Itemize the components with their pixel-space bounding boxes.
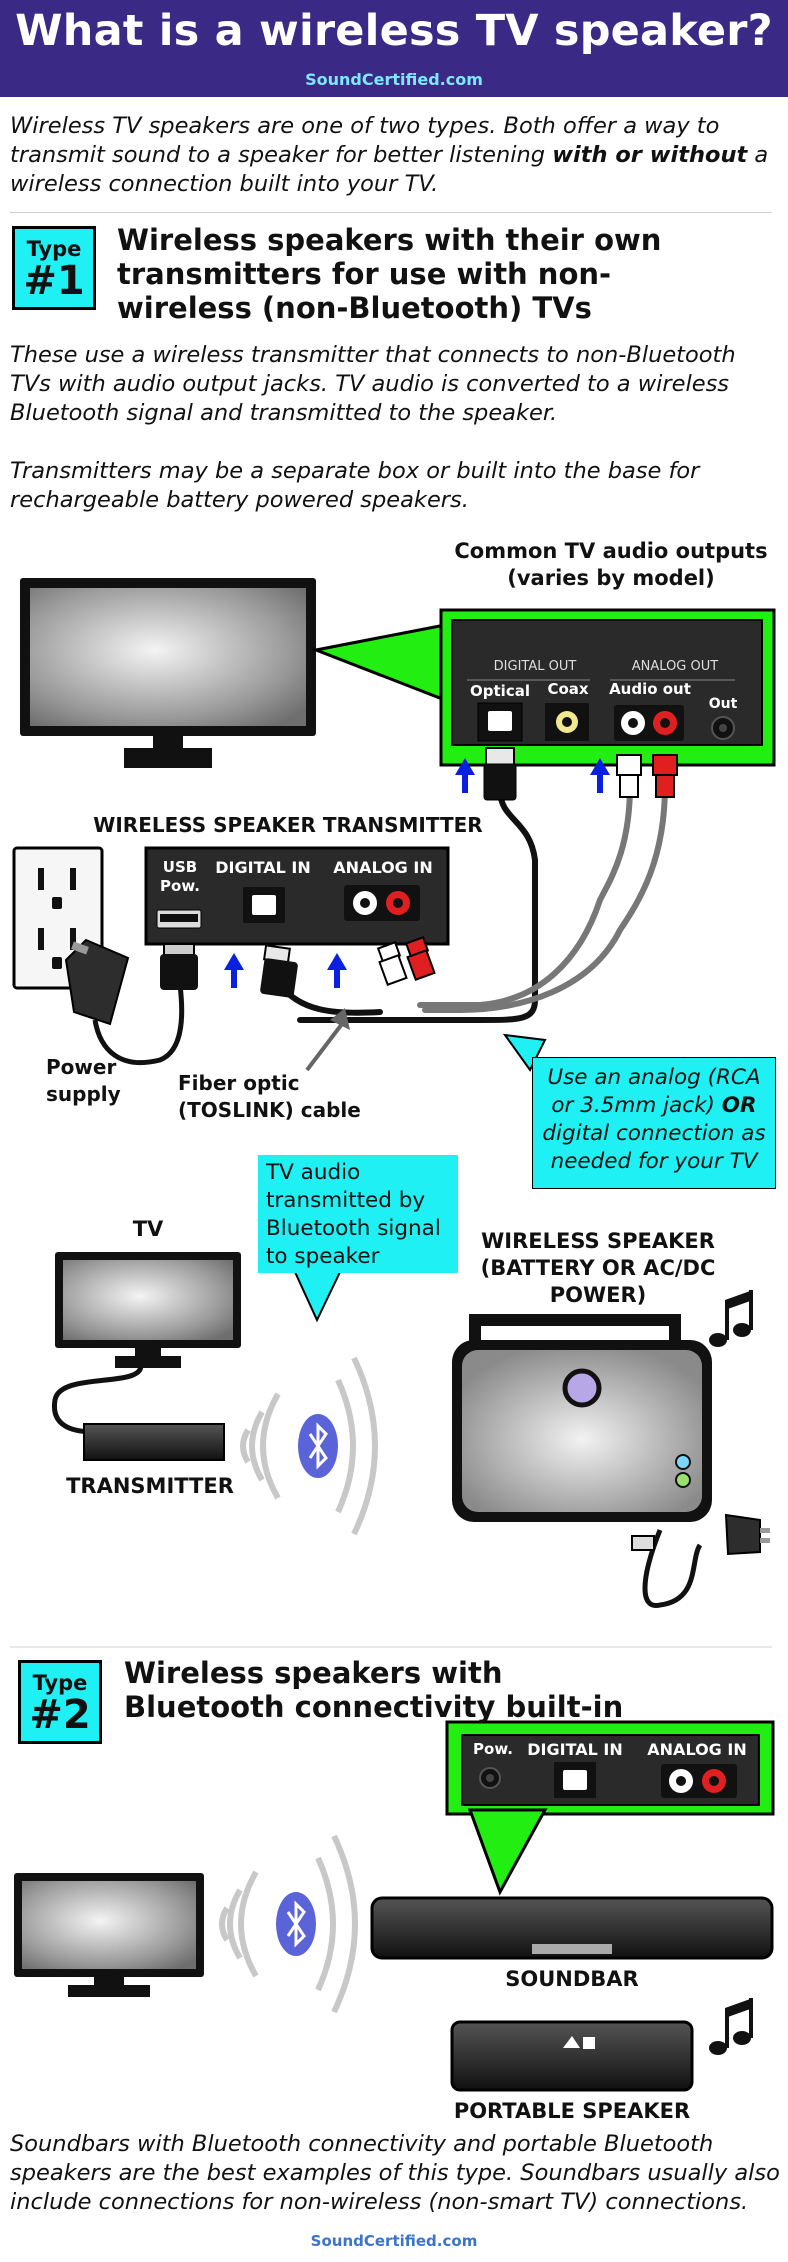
- tv-panel-plugs: [483, 747, 678, 801]
- music-notes-icon-2: [709, 1998, 753, 2055]
- analog-note-bold: OR: [721, 1093, 757, 1118]
- transmitter-analog-in-label: ANALOG IN: [333, 858, 433, 877]
- type1-heading: Wireless speakers with their own transmi…: [117, 223, 662, 325]
- analog-out-label: ANALOG OUT: [631, 659, 719, 674]
- type1-para1: These use a wireless transmitter that co…: [10, 342, 736, 426]
- type1-para2: Transmitters may be a separate box or bu…: [10, 458, 700, 513]
- divider: [10, 212, 772, 213]
- pointer-arrow-icon: [305, 1008, 350, 1072]
- usb-label: USB Pow.: [160, 858, 200, 895]
- analog-note-tail: digital connection as needed for your TV: [542, 1121, 766, 1174]
- soundbar-inputs-panel: [445, 1720, 775, 1896]
- bluetooth-signal-icon: [240, 1356, 378, 1536]
- type2-analog-in-label: ANALOG IN: [647, 1740, 747, 1759]
- soundbar-icon: [370, 1896, 774, 1960]
- tv-type2-icon: [14, 1873, 204, 1997]
- wireless-speaker-icon: [452, 1314, 770, 1608]
- site-name: SoundCertified.com: [305, 70, 483, 89]
- portable-speaker-icon: [450, 2020, 694, 2092]
- type1-badge-number: #1: [23, 258, 85, 304]
- type2-badge: Type #2: [18, 1660, 102, 1744]
- pow-label: Pow.: [473, 1740, 513, 1758]
- analog-note-lead: Use an analog (RCA or 3.5mm jack): [547, 1065, 761, 1118]
- page-title: What is a wireless TV speaker?: [15, 6, 773, 56]
- intro-part1: Wireless TV speakers are one of two type…: [10, 113, 720, 168]
- power-adapter-icon: [64, 938, 185, 1066]
- type2-badge-label: Type: [32, 1671, 88, 1695]
- type2-digital-in-label: DIGITAL IN: [527, 1740, 623, 1759]
- bluetooth-signal-icon-2: [219, 1834, 358, 2014]
- type2-badge-number: #2: [29, 1692, 91, 1738]
- cables: [277, 782, 668, 1023]
- tv-small-icon: [52, 1252, 241, 1461]
- optical-label: Optical: [470, 682, 530, 700]
- power-supply-label: Power supply: [46, 1055, 121, 1106]
- type1-badge-label: Type: [26, 237, 82, 261]
- fiber-optic-label: Fiber optic (TOSLINK) cable: [178, 1071, 361, 1122]
- portable-speaker-label: PORTABLE SPEAKER: [453, 2099, 691, 2123]
- music-notes-icon: [709, 1290, 753, 1347]
- soundbar-label: SOUNDBAR: [505, 1967, 639, 1991]
- wireless-speaker-label: WIRELESS SPEAKER (BATTERY OR AC/DC POWER…: [480, 1229, 716, 1307]
- type1-badge: Type #1: [12, 226, 96, 310]
- header-banner: What is a wireless TV speaker? SoundCert…: [0, 0, 788, 97]
- transmitter-box: [144, 846, 450, 998]
- type2-heading: Wireless speakers with Bluetooth connect…: [124, 1656, 624, 1724]
- arrow-up-icons: [455, 758, 610, 793]
- bluetooth-callout: TV audio transmitted by Bluetooth signal…: [258, 1155, 458, 1273]
- digital-out-label: DIGITAL OUT: [493, 659, 577, 674]
- transmitter-title: WIRELESS SPEAKER TRANSMITTER: [93, 813, 483, 837]
- transmitter-label: TRANSMITTER: [66, 1474, 234, 1498]
- coax-label: Coax: [547, 680, 589, 698]
- transmitter-digital-in-label: DIGITAL IN: [215, 858, 311, 877]
- footer-text: Soundbars with Bluetooth connectivity an…: [10, 2131, 780, 2215]
- footer-site: SoundCertified.com: [310, 2232, 478, 2250]
- out-label: Out: [708, 696, 738, 712]
- intro-text: Wireless TV speakers are one of two type…: [10, 112, 780, 199]
- outputs-panel-title: Common TV audio outputs (varies by model…: [454, 539, 768, 590]
- analog-note-callout: Use an analog (RCA or 3.5mm jack) OR dig…: [532, 1057, 776, 1189]
- tv-outputs-panel: [310, 608, 776, 767]
- tv-large-icon: [20, 578, 316, 768]
- tv-label: TV: [132, 1217, 164, 1241]
- audio-out-label: Audio out: [609, 680, 691, 698]
- intro-part2: a wireless connection built into your TV…: [10, 142, 769, 197]
- intro-bold: with or without: [552, 142, 748, 168]
